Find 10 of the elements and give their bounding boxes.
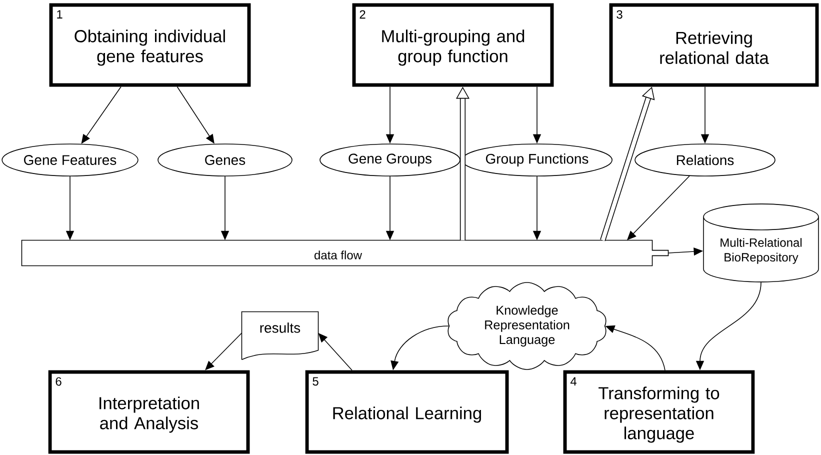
process-box: 2 Multi-grouping and group function: [352, 3, 554, 87]
data-flow-band: data flow: [21, 240, 669, 266]
process-box: 1 Obtaining individual gene features: [49, 3, 251, 87]
process-box: 6 Interpretation and Analysis: [48, 370, 250, 454]
document-shape: results: [241, 311, 319, 360]
process-box: 5 Relational Learning: [305, 370, 509, 454]
database-cylinder: Multi-Relational BioRepository: [703, 204, 819, 282]
process-box: 4 Transforming to representation language: [563, 370, 755, 454]
language-cloud: Knowledge Representation Language: [448, 282, 606, 370]
process-box: 3 Retrieving relational data: [609, 3, 819, 87]
